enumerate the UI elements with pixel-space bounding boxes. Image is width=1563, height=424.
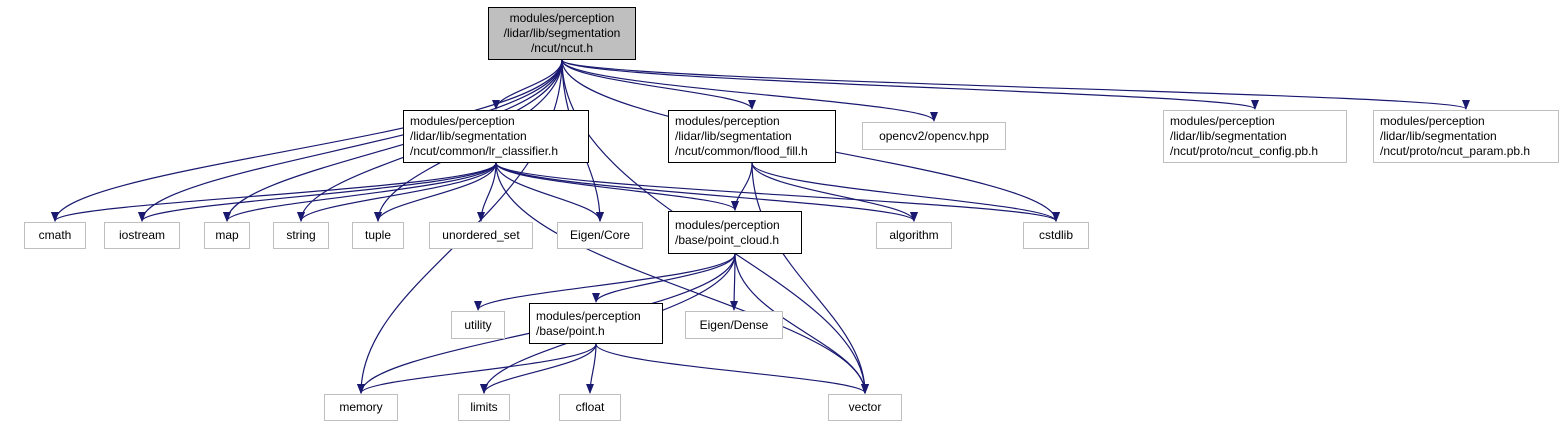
node-cstdlib: cstdlib xyxy=(1023,222,1089,249)
edge-point-cloud-h-to-utility xyxy=(474,253,736,311)
node-label-line: modules/perception xyxy=(1380,114,1485,128)
edge-ncut-h-to-ncut-config-pb-h xyxy=(561,59,1259,110)
node-map: map xyxy=(204,222,250,249)
node-label-line: modules/perception xyxy=(1170,114,1275,128)
node-eigen-core: Eigen/Core xyxy=(557,222,643,249)
node-label-line: unordered_set xyxy=(442,228,520,242)
edge-ncut-h-to-map xyxy=(223,59,563,222)
edge-ncut-h-to-iostream xyxy=(138,59,563,222)
edge-lr-classifier-h-to-cstdlib xyxy=(495,162,1060,222)
node-ncut-config-pb-h: modules/perception/lidar/lib/segmentatio… xyxy=(1163,110,1347,163)
edge-lr-classifier-h-to-unordered-set xyxy=(477,162,497,222)
node-flood-fill-h[interactable]: modules/perception/lidar/lib/segmentatio… xyxy=(668,110,836,163)
node-label-line: Eigen/Dense xyxy=(699,317,769,332)
edge-lr-classifier-h-to-map xyxy=(223,162,497,222)
node-label-line: /lidar/lib/segmentation xyxy=(503,26,621,40)
node-label-line: memory xyxy=(339,400,383,414)
node-label-line: map xyxy=(215,228,239,242)
node-label-line: string xyxy=(286,228,316,242)
edge-lr-classifier-h-to-eigen-core xyxy=(495,162,604,222)
edge-ncut-h-to-cmath xyxy=(51,59,563,222)
node-label-line: cstdlib xyxy=(1038,228,1073,242)
edge-lr-classifier-h-to-vector xyxy=(495,162,869,394)
node-label-line: /lidar/lib/segmentation xyxy=(1170,129,1287,143)
node-label-line: /ncut/ncut.h xyxy=(530,41,594,55)
edge-lr-classifier-h-to-iostream xyxy=(138,162,497,222)
edge-flood-fill-h-to-point-cloud-h xyxy=(731,162,753,211)
node-cmath: cmath xyxy=(24,222,86,249)
edge-lr-classifier-h-to-algorithm xyxy=(495,162,918,222)
edge-point-cloud-h-to-eigen-dense xyxy=(730,253,739,311)
node-label-line: cmath xyxy=(38,228,72,242)
node-label-line: /base/point.h xyxy=(536,323,605,338)
node-label-line: modules/perception xyxy=(675,114,780,128)
edge-point-h-to-memory xyxy=(357,343,597,394)
node-iostream: iostream xyxy=(104,222,180,249)
node-utility: utility xyxy=(451,311,505,339)
node-label-line: tuple xyxy=(364,228,392,242)
edge-lr-classifier-h-to-cmath xyxy=(51,162,497,222)
node-label-line: /base/point_cloud.h xyxy=(675,232,780,247)
node-label-line: vector xyxy=(848,400,882,414)
node-label-line: /ncut/proto/ncut_param.pb.h xyxy=(1380,144,1531,158)
node-label-line: modules/perception xyxy=(675,217,780,232)
node-vector: vector xyxy=(828,394,902,421)
edge-ncut-h-to-lr-classifier-h xyxy=(492,59,563,110)
node-memory: memory xyxy=(324,394,398,421)
node-ncut-param-pb-h: modules/perception/lidar/lib/segmentatio… xyxy=(1373,110,1559,163)
node-label-line: limits xyxy=(470,400,498,414)
node-label-line: iostream xyxy=(118,228,165,242)
node-label-line: /ncut/proto/ncut_config.pb.h xyxy=(1170,144,1319,158)
node-label-line: opencv2/opencv.hpp xyxy=(879,128,989,143)
node-unordered-set: unordered_set xyxy=(429,222,533,249)
node-label-line: /lidar/lib/segmentation xyxy=(675,129,792,143)
node-label-line: modules/perception xyxy=(410,114,515,128)
node-cfloat: cfloat xyxy=(559,394,621,421)
edge-point-cloud-h-to-point-h xyxy=(592,253,736,303)
edge-flood-fill-h-to-algorithm xyxy=(751,162,918,222)
edge-lr-classifier-h-to-string xyxy=(297,162,497,222)
node-label-line: modules/perception xyxy=(536,308,641,323)
node-eigen-dense: Eigen/Dense xyxy=(685,311,783,339)
edge-ncut-h-to-opencv-hpp xyxy=(561,59,938,122)
node-limits: limits xyxy=(458,394,510,421)
node-label-line: /lidar/lib/segmentation xyxy=(410,129,527,143)
edge-point-h-to-vector xyxy=(595,343,869,394)
node-label-line: Eigen/Core xyxy=(569,228,631,242)
node-label-line: utility xyxy=(464,317,492,332)
node-opencv-hpp: opencv2/opencv.hpp xyxy=(862,122,1006,150)
node-point-h[interactable]: modules/perception/base/point.h xyxy=(529,303,663,344)
node-label-line: cfloat xyxy=(575,400,605,414)
edge-ncut-h-to-ncut-param-pb-h xyxy=(561,59,1470,110)
node-label-line: /ncut/common/flood_fill.h xyxy=(675,144,808,158)
node-string: string xyxy=(273,222,329,249)
node-label-line: modules/perception xyxy=(509,11,615,25)
node-lr-classifier-h[interactable]: modules/perception/lidar/lib/segmentatio… xyxy=(403,110,589,163)
node-label-line: /ncut/common/lr_classifier.h xyxy=(410,144,559,158)
edge-flood-fill-h-to-cstdlib xyxy=(751,162,1060,222)
node-label-line: /lidar/lib/segmentation xyxy=(1380,129,1497,143)
edge-point-cloud-h-to-vector xyxy=(734,253,869,394)
edge-ncut-h-to-flood-fill-h xyxy=(561,59,756,110)
edge-flood-fill-h-to-vector xyxy=(751,162,869,394)
node-tuple: tuple xyxy=(352,222,404,249)
edge-lr-classifier-h-to-tuple xyxy=(374,162,497,222)
edge-point-h-to-limits xyxy=(480,343,597,394)
node-label-line: algorithm xyxy=(889,228,939,242)
node-algorithm: algorithm xyxy=(876,222,952,249)
edge-point-h-to-cfloat xyxy=(586,343,597,394)
node-ncut-h[interactable]: modules/perception/lidar/lib/segmentatio… xyxy=(488,7,636,60)
node-point-cloud-h[interactable]: modules/perception/base/point_cloud.h xyxy=(668,211,802,254)
